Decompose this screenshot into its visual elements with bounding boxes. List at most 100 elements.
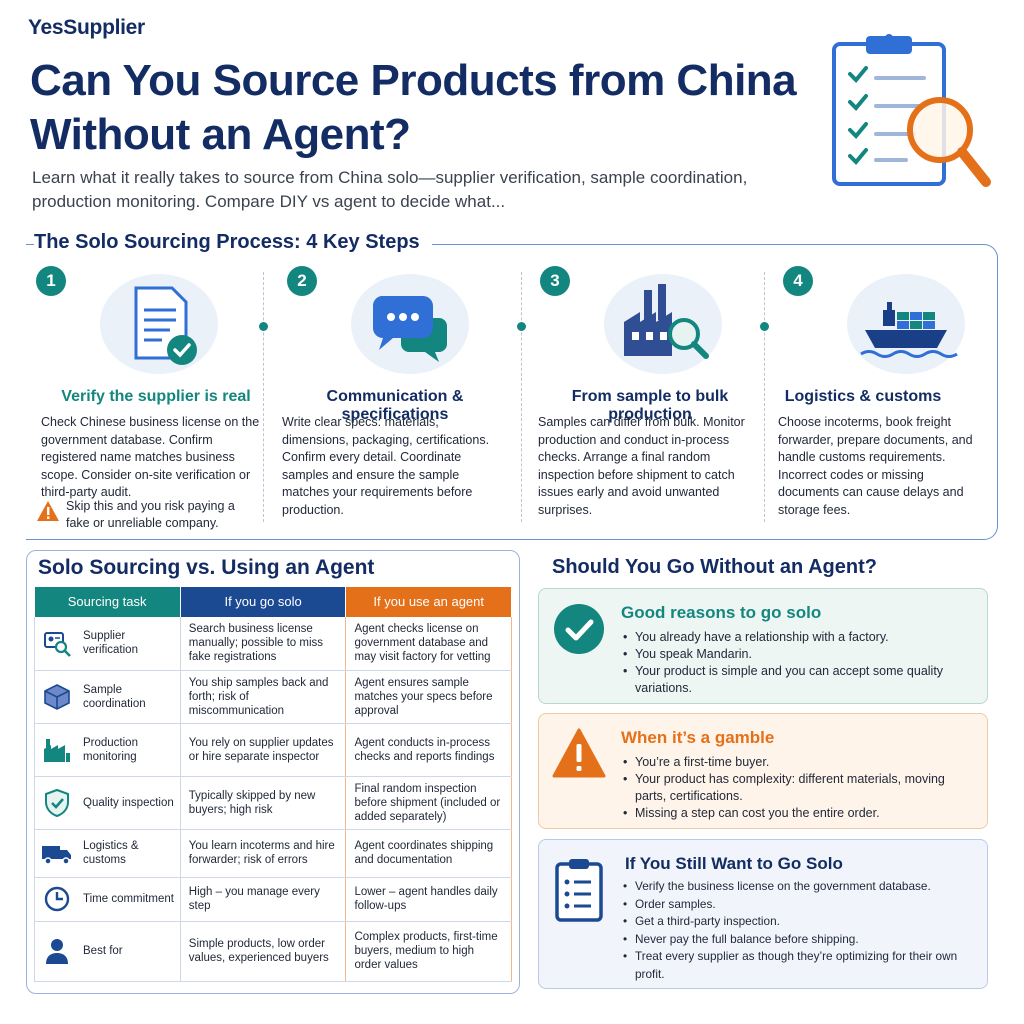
solo-cell: You learn incoterms and hire forwarder; … (179, 829, 346, 878)
solo-cell: Typically skipped by new buyers; high ri… (179, 776, 346, 830)
table-row: Quality inspection Typically skipped by … (34, 776, 512, 830)
still-solo-list: Verify the business license on the gover… (623, 878, 973, 983)
truck-icon (41, 837, 73, 869)
agent-cell: Final random inspection before shipment … (345, 776, 512, 830)
step-number: 1 (36, 266, 66, 296)
page-subtitle: Learn what it really takes to source fro… (32, 168, 748, 211)
agent-cell: Agent checks license on government datab… (345, 617, 512, 671)
solo-cell: High – you manage every step (179, 877, 346, 922)
list-item: Treat every supplier as though they’re o… (623, 948, 973, 983)
step-number: 2 (287, 266, 317, 296)
task-label: Best for (83, 945, 123, 957)
solo-cell: Search business license manually; possib… (179, 617, 346, 671)
shield-check-icon (41, 787, 73, 819)
column-header-solo: If you go solo (180, 587, 347, 617)
step-card-1: 1 Verify the supplier is real Check Chin… (36, 266, 276, 536)
document-check-icon (100, 274, 218, 374)
agent-cell: Lower – agent handles daily follow-ups (345, 877, 512, 922)
table-header-row: Sourcing task If you go solo If you use … (34, 587, 512, 617)
step-number: 4 (783, 266, 813, 296)
agent-cell: Complex products, first-time buyers, med… (345, 921, 512, 982)
step-number: 3 (540, 266, 570, 296)
table-row: Time commitment High – you manage every … (34, 877, 512, 922)
id-card-magnifier-icon (41, 627, 73, 659)
list-item: Your product is simple and you can accep… (623, 663, 973, 697)
column-header-agent: If you use an agent (345, 587, 512, 617)
still-solo-card: If You Still Want to Go Solo Verify the … (538, 839, 988, 989)
step-card-4: 4 Logistics & customs Choose incoterms, … (778, 266, 1023, 536)
step-heading: Communication & specifications (326, 388, 464, 423)
card-heading: If You Still Want to Go Solo (625, 854, 843, 873)
step-divider (764, 272, 765, 522)
list-item: Never pay the full balance before shippi… (623, 931, 973, 949)
step-heading: From sample to bulk production (571, 388, 729, 423)
step-card-2: 2 Communication & specifications Write c… (282, 266, 527, 536)
steps-section-title: The Solo Sourcing Process: 4 Key Steps (34, 231, 432, 254)
task-label: Quality inspection (83, 796, 174, 809)
table-row: Sample coordination You ship samples bac… (34, 670, 512, 724)
divider-dot (259, 322, 268, 331)
step-body: Write clear specs: materials, dimensions… (282, 415, 490, 517)
comparison-title: Solo Sourcing vs. Using an Agent (38, 556, 375, 579)
step-body: Check Chinese business license on the go… (41, 415, 260, 499)
agent-cell: Agent conducts in-process checks and rep… (345, 723, 512, 777)
box-icon (41, 681, 73, 713)
column-header-task: Sourcing task (34, 587, 181, 617)
solo-cell: You ship samples back and forth; risk of… (179, 670, 346, 724)
comparison-table: Sourcing task If you go solo If you use … (34, 587, 512, 982)
card-heading: When it’s a gamble (621, 728, 775, 747)
solo-cell: You rely on supplier updates or hire sep… (179, 723, 346, 777)
step-divider (263, 272, 264, 522)
chat-bubbles-icon (351, 274, 469, 374)
check-circle-icon (554, 604, 604, 654)
table-row: Production monitoring You rely on suppli… (34, 723, 512, 777)
divider-dot (760, 322, 769, 331)
good-reasons-card: Good reasons to go solo You already have… (538, 588, 988, 704)
steps-section-frame (26, 244, 998, 540)
person-icon (41, 935, 73, 967)
divider-dot (517, 322, 526, 331)
task-label: Supplier verification (83, 630, 138, 657)
table-row: Best for Simple products, low order valu… (34, 921, 512, 982)
gamble-list: You’re a first-time buyer. Your product … (623, 754, 973, 822)
factory-magnifier-icon (604, 274, 722, 374)
gamble-card: When it’s a gamble You’re a first-time b… (538, 713, 988, 829)
factory-icon (41, 734, 73, 766)
task-label: Logistics & customs (83, 840, 139, 866)
table-row: Logistics & customs You learn incoterms … (34, 829, 512, 878)
step-body: Samples can differ from bulk. Monitor pr… (538, 415, 745, 517)
task-label: Production monitoring (83, 736, 138, 763)
comparison-panel (26, 550, 520, 994)
step-card-3: 3 From sample to bulk production Samples… (538, 266, 780, 536)
agent-cell: Agent coordinates shipping and documenta… (345, 829, 512, 878)
list-item: Your product has complexity: different m… (623, 771, 973, 805)
warning-icon (37, 501, 59, 521)
step-warning-text: Skip this and you risk paying a fake or … (66, 499, 235, 530)
step-warning: Skip this and you risk paying a fake or … (36, 498, 261, 532)
table-row: Supplier verification Search business li… (34, 617, 512, 671)
step-heading: Verify the supplier is real (61, 388, 251, 405)
decision-title: Should You Go Without an Agent? (552, 556, 877, 578)
clock-icon (41, 883, 73, 915)
brand-logo-text: YesSupplier (28, 16, 145, 39)
clipboard-list-icon (555, 859, 603, 922)
task-label: Sample coordination (83, 683, 146, 710)
cargo-ship-icon (847, 274, 965, 374)
list-item: You already have a relationship with a f… (623, 629, 973, 646)
list-item: Verify the business license on the gover… (623, 878, 973, 896)
page-title: Can You Source Products from China Witho… (30, 56, 797, 159)
card-heading: Good reasons to go solo (621, 603, 822, 622)
list-item: You speak Mandarin. (623, 646, 973, 663)
step-heading: Logistics & customs (784, 388, 942, 405)
list-item: You’re a first-time buyer. (623, 754, 973, 771)
warning-triangle-icon (552, 728, 606, 778)
step-body: Choose incoterms, book freight forwarder… (778, 415, 973, 517)
list-item: Get a third-party inspection. (623, 913, 973, 931)
solo-cell: Simple products, low order values, exper… (179, 921, 346, 982)
task-label: Time commitment (83, 893, 174, 905)
step-divider (521, 272, 522, 522)
agent-cell: Agent ensures sample matches your specs … (345, 670, 512, 724)
good-reasons-list: You already have a relationship with a f… (623, 629, 973, 697)
list-item: Missing a step can cost you the entire o… (623, 805, 973, 822)
list-item: Order samples. (623, 896, 973, 914)
